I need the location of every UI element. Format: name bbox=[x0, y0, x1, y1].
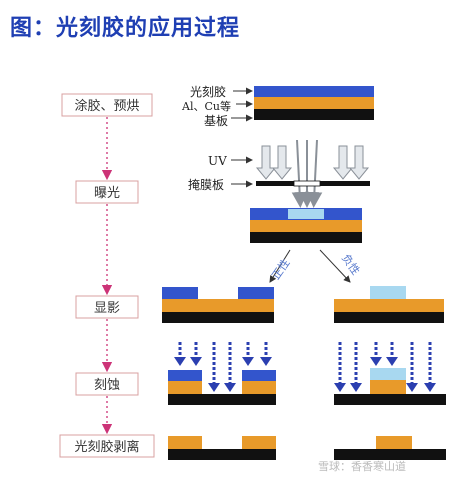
watermark: 雪球：香香寒山道 bbox=[318, 460, 406, 473]
step-label-etch: 刻蚀 bbox=[94, 378, 120, 393]
etch-arrow-icon bbox=[174, 342, 186, 366]
step-label-strip: 光刻胶剥离 bbox=[74, 439, 139, 455]
stack-etched-negative bbox=[334, 368, 446, 405]
stack-stripped-positive bbox=[168, 436, 276, 460]
stack-developed-positive bbox=[162, 287, 274, 323]
etch-arrows-positive bbox=[174, 342, 272, 392]
etch-arrows-negative bbox=[334, 342, 436, 392]
etch-arrow-icon bbox=[224, 342, 236, 392]
uv-label: UV bbox=[208, 154, 227, 168]
step-box-etch: 刻蚀 bbox=[75, 372, 139, 396]
uv-arrow-icon bbox=[348, 145, 370, 180]
branch-arrow-positive bbox=[269, 249, 291, 283]
etch-arrow-icon bbox=[406, 342, 418, 392]
branch-arrow-negative bbox=[319, 249, 351, 283]
stack-etched-positive bbox=[168, 370, 276, 405]
stack-stripped-negative bbox=[334, 436, 446, 460]
uv-arrows bbox=[255, 139, 370, 208]
uv-arrow-icon bbox=[255, 145, 277, 180]
layer-label-metal: Al、Cu等 bbox=[181, 99, 231, 113]
etch-arrow-icon bbox=[424, 342, 436, 392]
step-label-coat-bake: 涂胶、预烘 bbox=[74, 98, 139, 114]
etch-arrow-icon bbox=[386, 342, 398, 366]
layer-label-substrate: 基板 bbox=[204, 114, 228, 128]
etch-arrow-icon bbox=[208, 342, 220, 392]
etch-arrow-icon bbox=[334, 342, 346, 392]
etch-arrow-icon bbox=[370, 342, 382, 366]
step-box-strip: 光刻胶剥离 bbox=[59, 434, 155, 458]
step-label-expose: 曝光 bbox=[94, 186, 120, 201]
etch-arrow-icon bbox=[260, 342, 272, 366]
layer-label-photoresist: 光刻胶 bbox=[190, 84, 226, 99]
etch-arrow-icon bbox=[242, 342, 254, 366]
step-box-expose: 曝光 bbox=[75, 180, 139, 204]
page-title: 图：光刻胶的应用过程 bbox=[10, 16, 241, 41]
etch-arrow-icon bbox=[350, 342, 362, 392]
step-label-develop: 显影 bbox=[94, 301, 120, 316]
uv-arrow-icon bbox=[271, 145, 293, 180]
step-box-coat-bake: 涂胶、预烘 bbox=[61, 93, 153, 117]
mask-plate bbox=[256, 180, 370, 187]
etch-arrow-icon bbox=[190, 342, 202, 366]
uv-beam bbox=[306, 139, 323, 208]
uv-arrow-icon bbox=[332, 145, 354, 180]
stack-exposed bbox=[250, 208, 362, 243]
stack-developed-negative bbox=[334, 286, 444, 323]
uv-beam bbox=[291, 139, 308, 208]
step-box-develop: 显影 bbox=[75, 295, 139, 319]
mask-label: 掩膜板 bbox=[188, 178, 224, 192]
stack-coated bbox=[254, 86, 374, 120]
